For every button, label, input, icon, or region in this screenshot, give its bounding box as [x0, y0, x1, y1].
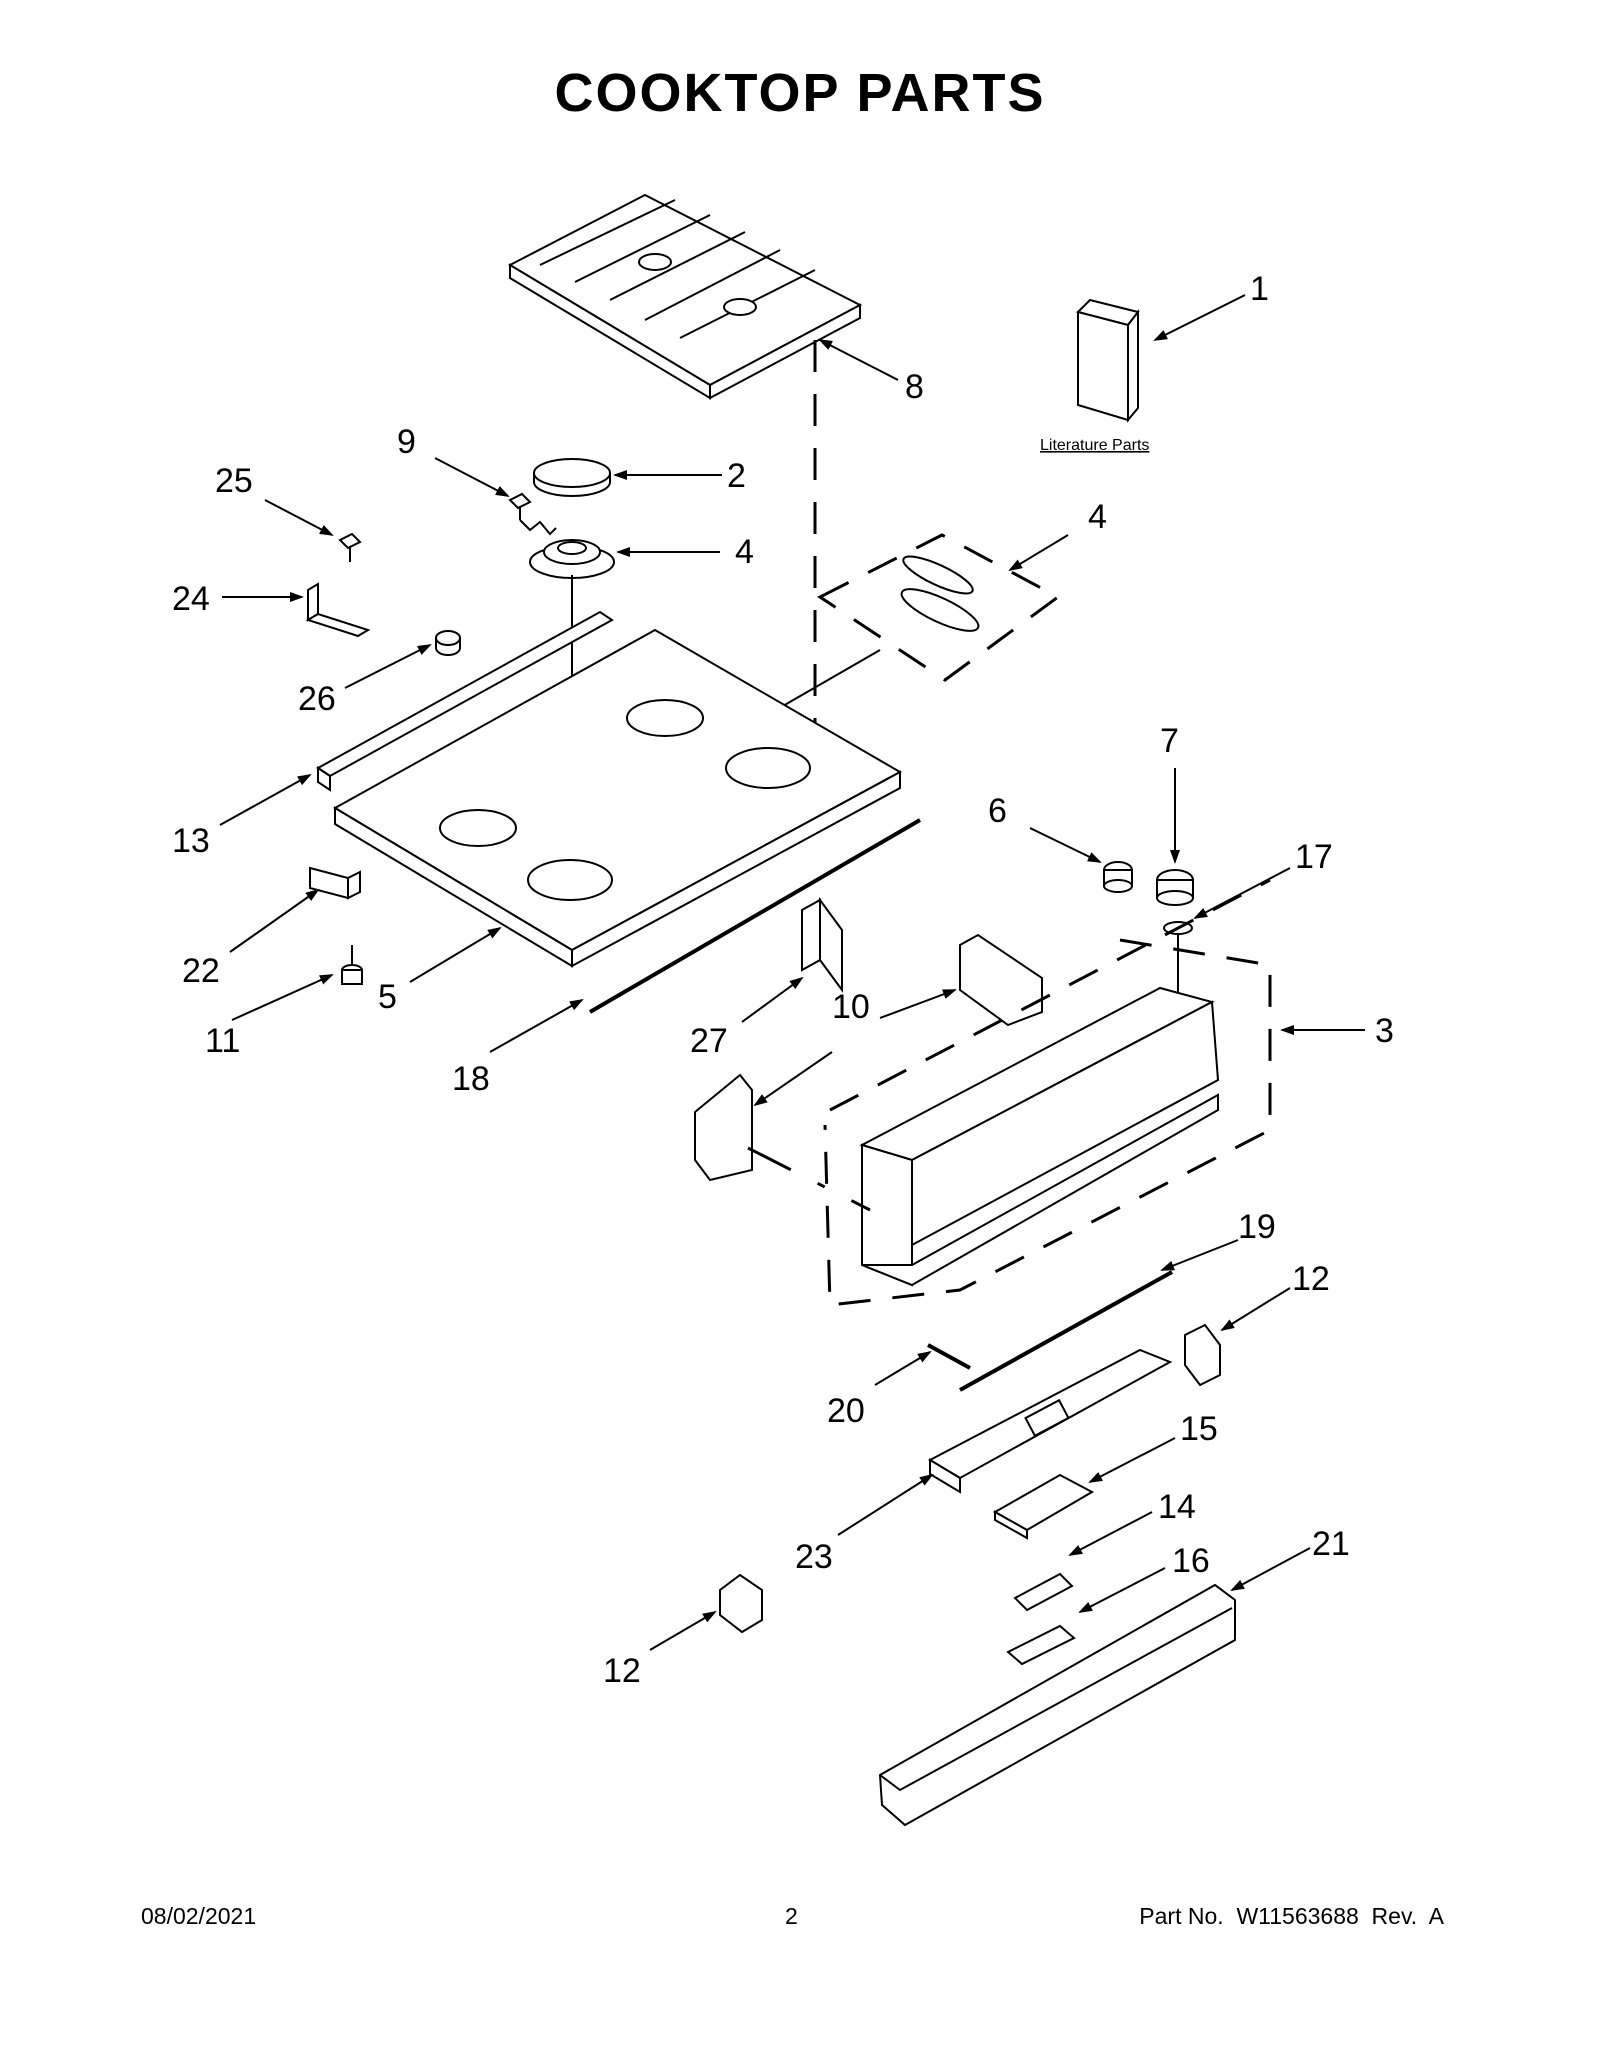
callout-23: 23: [795, 1538, 833, 1576]
callout-13: 13: [172, 822, 210, 860]
callout-17: 17: [1295, 838, 1333, 876]
callout-10-upper: 10: [832, 988, 870, 1026]
foot-part: [341, 945, 363, 985]
callout-27: 27: [690, 1022, 728, 1060]
literature-parts-label: Literature Parts: [1040, 437, 1149, 454]
callout-5: 5: [378, 978, 397, 1016]
board-part-14: [1013, 1572, 1074, 1612]
board-part-15: [992, 1473, 1095, 1540]
gasket-part-20: [927, 1343, 971, 1370]
callout-1: 1: [1250, 270, 1269, 308]
callout-21: 21: [1312, 1525, 1350, 1563]
callout-3: 3: [1375, 1012, 1394, 1050]
callout-16: 16: [1172, 1542, 1210, 1580]
bracket-part-27: [801, 896, 843, 994]
gasket-part: [588, 818, 922, 1014]
callout-6: 6: [988, 792, 1007, 830]
screw-part: [338, 532, 362, 562]
burner-base-part: [529, 539, 615, 579]
footer-page-number: 2: [785, 1903, 798, 1929]
vent-trim-part: [316, 610, 614, 792]
leader-arrows: [219, 294, 1365, 1651]
callout-12-right: 12: [1292, 1260, 1330, 1298]
footer-part-number: Part No. W11563688 Rev. A: [1139, 1903, 1444, 1929]
callout-7: 7: [1160, 722, 1179, 760]
control-panel-group: [823, 878, 1272, 1307]
knob-part-7: [1156, 869, 1194, 906]
grommet-part: [435, 630, 461, 656]
guide-dashdot-line: [747, 1146, 871, 1212]
callout-22: 22: [182, 952, 220, 990]
callout-4-burner: 4: [735, 533, 754, 571]
cooktop-part: [333, 628, 903, 968]
bracket-part-10-upper: [959, 933, 1043, 1027]
callout-25: 25: [215, 462, 253, 500]
callout-15: 15: [1180, 1410, 1218, 1448]
bracket-part-22: [309, 866, 361, 900]
bracket-part-12-right: [1184, 1323, 1221, 1387]
callout-11: 11: [205, 1022, 240, 1060]
callout-18: 18: [452, 1060, 490, 1098]
callout-4-oval: 4: [1088, 498, 1107, 536]
callout-14: 14: [1158, 1488, 1196, 1526]
grate-part: [507, 193, 863, 400]
burner-cap-part: [533, 458, 611, 497]
callout-24: 24: [172, 580, 210, 618]
page-title: COOKTOP PARTS: [554, 63, 1046, 123]
gasket-part-19: [959, 1270, 1173, 1392]
callout-8: 8: [905, 368, 924, 406]
callout-19: 19: [1238, 1208, 1276, 1246]
footer-date: 08/02/2021: [141, 1903, 257, 1929]
callout-20: 20: [827, 1392, 865, 1430]
electrode-screw-part: [508, 492, 557, 536]
bracket-part-10-lower: [694, 1073, 753, 1182]
oval-burner-group: [817, 533, 1061, 682]
literature-part: [1076, 298, 1140, 423]
callout-9: 9: [397, 423, 416, 461]
callout-2: 2: [727, 457, 746, 495]
plate-part-16: [1006, 1624, 1076, 1666]
callout-12-left: 12: [603, 1652, 641, 1690]
knob-part: [1103, 861, 1133, 893]
bracket-part-12-left: [719, 1573, 763, 1634]
control-board-part: [927, 1348, 1173, 1494]
trim-part: [878, 1583, 1236, 1827]
bracket-part-24: [305, 582, 371, 638]
callout-26: 26: [298, 680, 336, 718]
